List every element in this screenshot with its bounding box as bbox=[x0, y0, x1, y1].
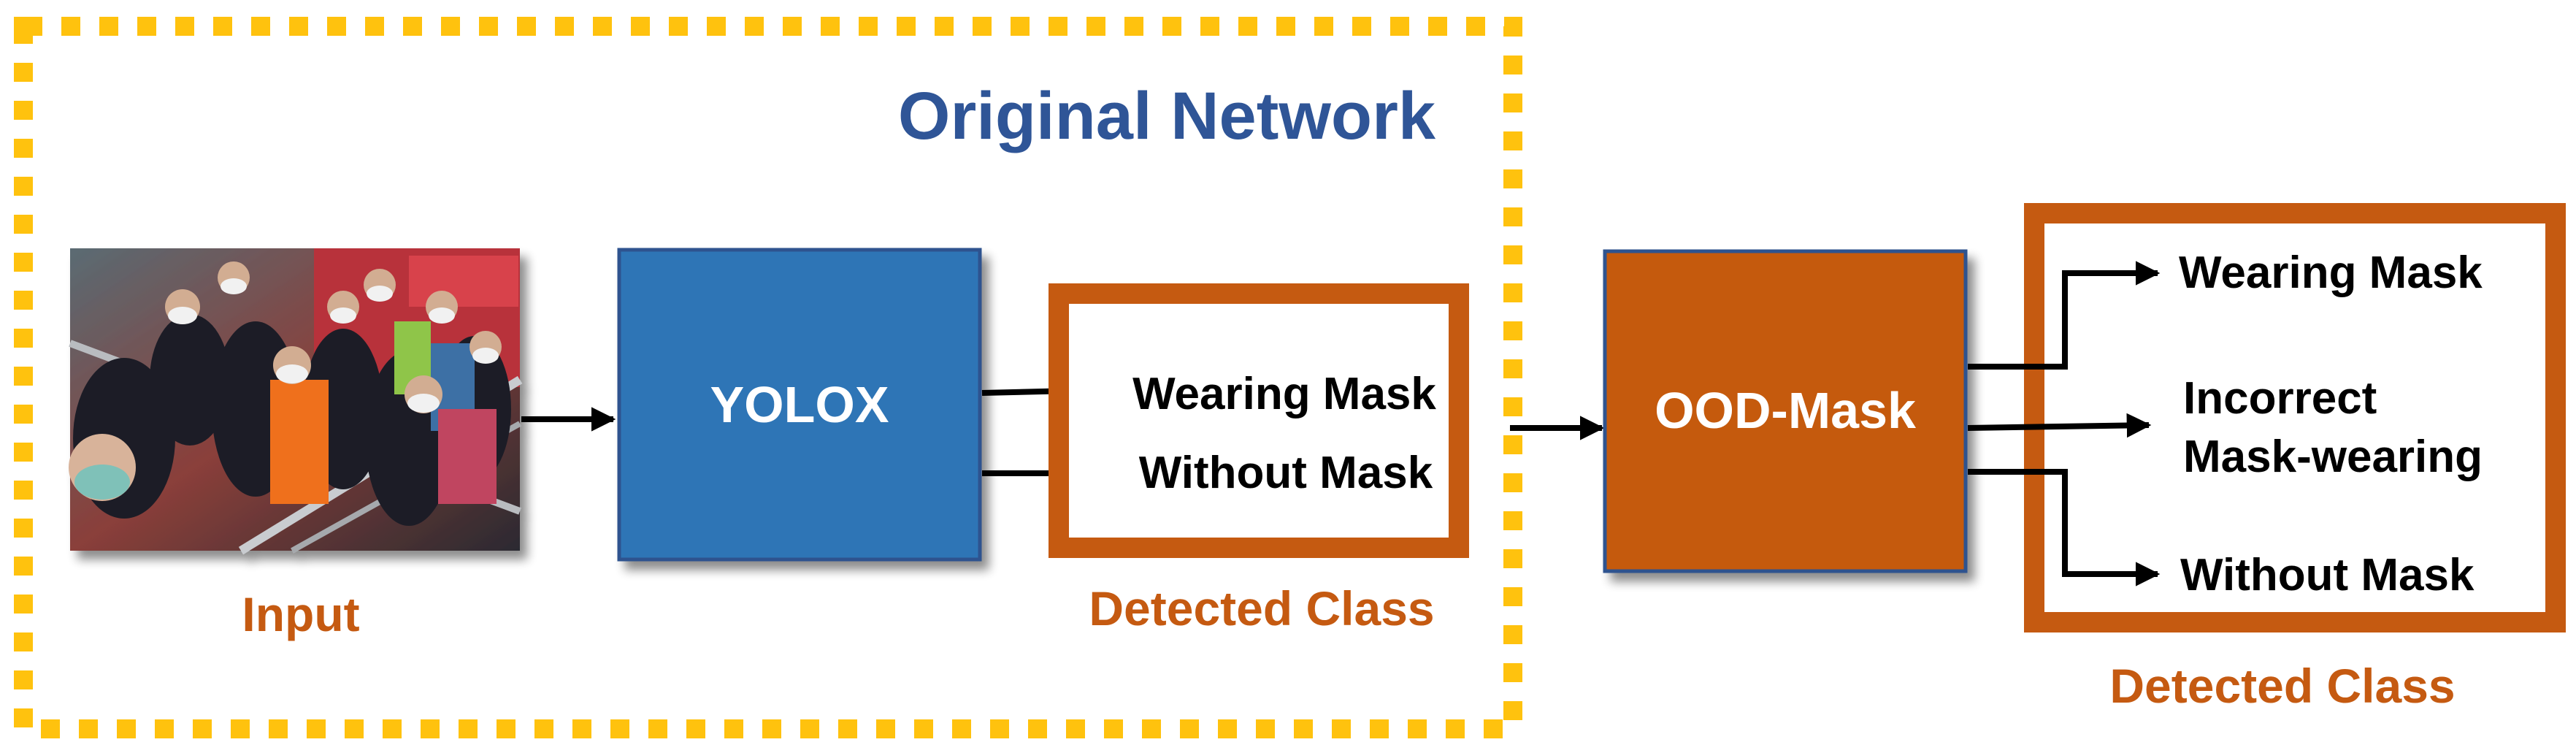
arrow-ood-to-wearing bbox=[1968, 261, 2161, 370]
second-output-class-incorrect-line2: Mask-wearing bbox=[2183, 432, 2483, 482]
first-output-frame bbox=[1049, 283, 1469, 558]
input-photo bbox=[69, 248, 523, 555]
first-output-caption: Detected Class bbox=[1089, 581, 1434, 635]
arrow-ood-to-without bbox=[1968, 469, 2161, 586]
second-output-class-without: Without Mask bbox=[2180, 550, 2475, 600]
original-network-region bbox=[14, 17, 1522, 738]
second-output-class-wearing: Wearing Mask bbox=[2179, 248, 2483, 298]
first-output-class-without: Without Mask bbox=[1139, 448, 1433, 498]
input-label: Input bbox=[242, 587, 359, 641]
ood-mask-label: OOD-Mask bbox=[1655, 382, 1916, 439]
arrow-ood-to-incorrect bbox=[1967, 413, 2152, 438]
second-output-class-incorrect-line1: Incorrect bbox=[2183, 373, 2377, 424]
ood-mask-block bbox=[1603, 249, 1968, 573]
second-output-frame bbox=[2024, 203, 2566, 632]
second-output-caption: Detected Class bbox=[2109, 659, 2455, 713]
original-network-title: Original Network bbox=[898, 79, 1436, 153]
yolox-block bbox=[617, 248, 982, 562]
yolox-label: YOLOX bbox=[710, 376, 889, 433]
first-output-class-wearing: Wearing Mask bbox=[1132, 369, 1436, 419]
